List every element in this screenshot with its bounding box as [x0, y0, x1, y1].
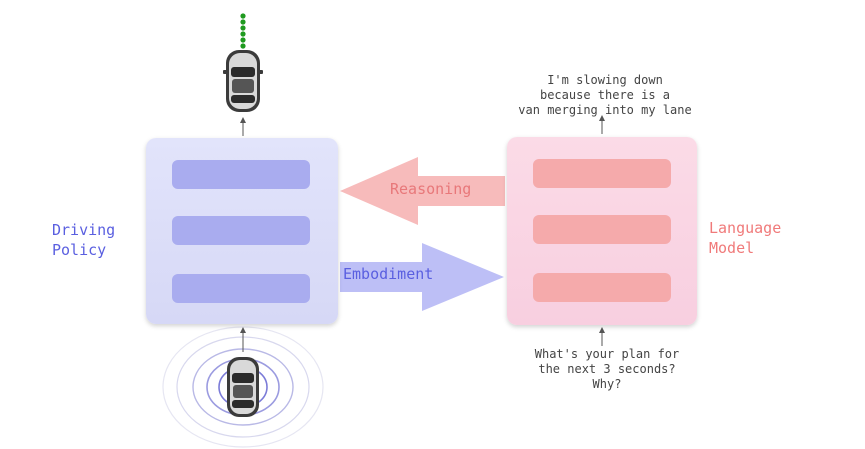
- trajectory-dots-icon: [240, 13, 246, 49]
- embodiment-arrow: [340, 243, 504, 311]
- language-model-label: Language Model: [709, 219, 782, 257]
- reasoning-arrow: [340, 157, 505, 225]
- driving-policy-label: Driving Policy: [52, 221, 116, 259]
- language-model-box: [507, 137, 697, 325]
- car-top-view-icon: [223, 50, 263, 112]
- reasoning-label: Reasoning: [390, 180, 472, 198]
- model-question-text: What's your plan for the next 3 seconds?…: [534, 347, 680, 391]
- embodiment-label: Embodiment: [343, 265, 434, 283]
- car-top-view-icon: [227, 357, 259, 417]
- lm-layer: [533, 159, 671, 188]
- model-output-text: I'm slowing down because there is a van …: [518, 73, 692, 117]
- policy-layer: [172, 160, 310, 189]
- policy-layer: [172, 216, 310, 245]
- driving-policy-box: [146, 138, 338, 324]
- lm-layer: [533, 273, 671, 302]
- lm-layer: [533, 215, 671, 244]
- policy-layer: [172, 274, 310, 303]
